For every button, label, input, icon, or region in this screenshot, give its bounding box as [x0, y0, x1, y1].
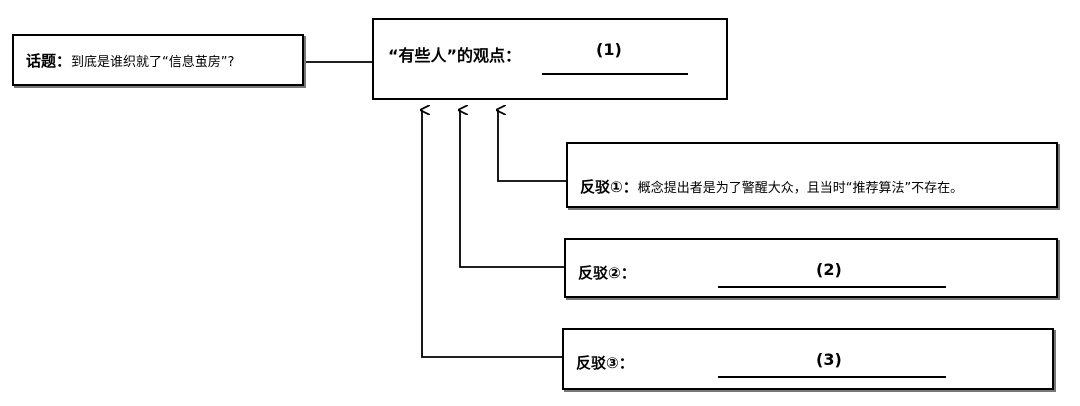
- rebuttal-1-box: 反驳①：概念提出者是为了警醒大众，且当时“推荐算法”不存在。: [566, 142, 1058, 208]
- topic-box: 话题：到底是谁织就了“信息茧房”?: [12, 34, 304, 86]
- rebuttal-2-answer-blank: [718, 286, 946, 288]
- rebuttal-3-blank-marker: (3): [816, 350, 842, 369]
- viewpoint-label: “有些人”的观点：: [388, 46, 522, 65]
- rebuttal-2-blank-marker: (2): [816, 260, 842, 279]
- rebuttal-1-arrow: [498, 110, 566, 182]
- topic-text: 到底是谁织就了“信息茧房”?: [71, 55, 235, 70]
- topic-label: 话题：: [26, 52, 72, 70]
- rebuttal-1-text: 概念提出者是为了警醒大众，且当时“推荐算法”不存在。: [637, 181, 964, 196]
- viewpoint-answer-blank: [542, 73, 688, 75]
- rebuttal-1-label: 反驳①：: [580, 178, 638, 196]
- rebuttal-2-box: 反驳②： (2): [564, 238, 1058, 298]
- rebuttal-2-arrow: [460, 110, 564, 268]
- rebuttal-3-arrow: [422, 110, 562, 358]
- rebuttal-3-label: 反驳③：: [576, 354, 634, 372]
- viewpoint-box: “有些人”的观点： (1): [372, 18, 728, 100]
- rebuttal-2-label: 反驳②：: [578, 264, 636, 282]
- rebuttal-3-answer-blank: [718, 376, 946, 378]
- viewpoint-blank-marker: (1): [596, 40, 622, 59]
- rebuttal-3-box: 反驳③： (3): [562, 328, 1054, 390]
